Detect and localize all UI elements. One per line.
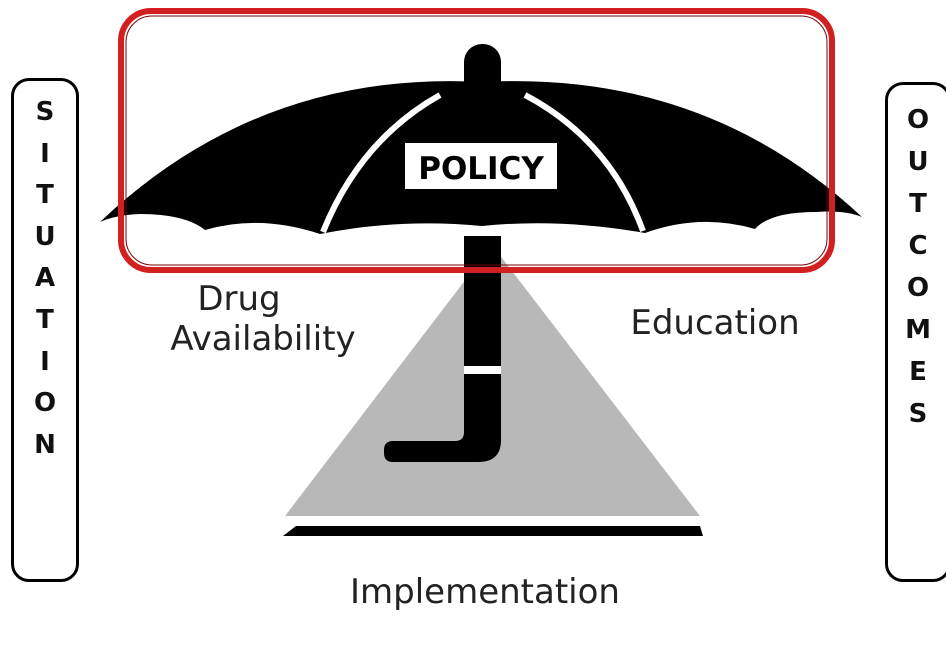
situation-letter: T xyxy=(36,304,54,335)
situation-letter: N xyxy=(34,429,56,460)
education-label: Education xyxy=(630,303,800,343)
situation-letter: S xyxy=(35,97,55,127)
outcomes-letter: O xyxy=(906,105,930,135)
policy-label-plate xyxy=(405,143,557,189)
situation-letter: A xyxy=(34,263,56,294)
triangle-base-shadow xyxy=(283,526,703,536)
drug-label-line2: Availability xyxy=(170,319,356,360)
policy-highlight-inner-edge xyxy=(125,15,828,266)
situation-letter: T xyxy=(36,180,54,211)
outcomes-letter: T xyxy=(909,189,927,219)
outcomes-box: O U T C O M E S xyxy=(885,82,946,582)
policy-label: POLICY xyxy=(418,151,544,187)
umbrella-handle xyxy=(384,374,501,462)
situation-letter: I xyxy=(40,346,50,377)
situation-letter: I xyxy=(40,138,50,169)
drug-label-line1: Drug xyxy=(197,279,281,319)
situation-box: S I T U A T I O N xyxy=(11,78,79,582)
outcomes-letter: C xyxy=(908,231,928,261)
umbrella-rib-left xyxy=(320,92,442,234)
umbrella-shaft-gap xyxy=(464,366,501,374)
policy-highlight-box xyxy=(118,8,835,273)
situation-letter: O xyxy=(33,388,57,419)
outcomes-letter: O xyxy=(906,273,930,303)
outcomes-letter: M xyxy=(905,315,931,345)
umbrella-rib-right xyxy=(523,92,646,233)
situation-letter: U xyxy=(34,221,56,252)
outcomes-letter: E xyxy=(909,357,927,387)
umbrella-shaft-upper xyxy=(464,236,501,366)
drug-availability-label: Drug Availability xyxy=(168,279,358,359)
implementation-label: Implementation xyxy=(350,572,620,612)
outcomes-letter: U xyxy=(907,147,929,177)
outcomes-letter: S xyxy=(908,399,928,429)
